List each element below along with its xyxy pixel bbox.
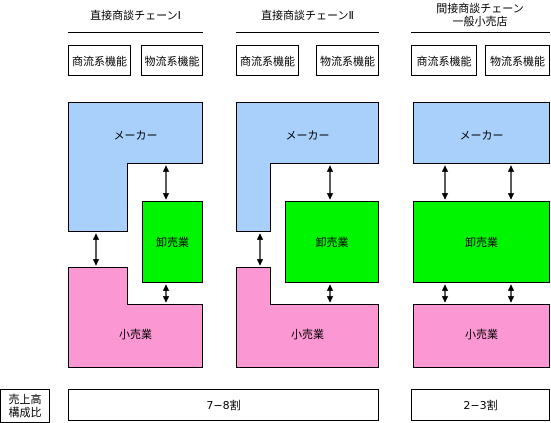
indirect-share-value: 2−3割 <box>463 399 498 412</box>
column-title-3: 間接商談チェーン 一般小売店 <box>410 2 550 28</box>
commercial-function-box-1: 商流系機能 <box>68 45 131 76</box>
wholesale-label-2: 卸売業 <box>285 234 379 250</box>
wholesale-shape-1 <box>142 201 203 283</box>
column-title-1-text: 直接商談チェーンⅠ <box>90 9 181 22</box>
wholesale-shape-2 <box>285 201 379 283</box>
logistics-function-box-3: 物流系機能 <box>485 45 550 76</box>
column-title-2: 直接商談チェーンⅡ <box>236 9 379 22</box>
retail-text: 小売業 <box>291 328 324 341</box>
logistics-function-label: 物流系機能 <box>320 54 375 68</box>
title-rule-1 <box>68 32 203 33</box>
column-title-3-line2: 一般小売店 <box>452 15 508 28</box>
title-rule-2 <box>236 32 379 33</box>
retail-text: 小売業 <box>119 328 152 341</box>
column-title-3-line1: 間接商談チェーン <box>436 2 524 15</box>
direct-share-value: 7−8割 <box>206 399 241 412</box>
maker-label-2: メーカー <box>236 127 379 143</box>
indirect-share-box: 2−3割 <box>411 389 550 421</box>
maker-text: メーカー <box>459 129 504 142</box>
logistics-function-box-2: 物流系機能 <box>316 45 379 76</box>
sales-ratio-label-line1: 売上高 <box>8 393 42 406</box>
column-title-2-text: 直接商談チェーンⅡ <box>261 9 354 22</box>
wholesale-label-1: 卸売業 <box>142 234 203 250</box>
commercial-function-box-3: 商流系機能 <box>411 45 477 76</box>
logistics-function-box-1: 物流系機能 <box>141 45 203 76</box>
sales-ratio-label: 売上高 構成比 <box>0 389 50 423</box>
direct-share-box: 7−8割 <box>68 389 379 421</box>
retail-text: 小売業 <box>465 328 498 341</box>
wholesale-label-3: 卸売業 <box>413 234 550 250</box>
retail-shape-3 <box>413 304 550 368</box>
title-rule-3 <box>411 32 550 33</box>
wholesale-text: 卸売業 <box>465 236 498 249</box>
maker-shape-3 <box>413 102 550 164</box>
column-title-1: 直接商談チェーンⅠ <box>68 9 203 22</box>
wholesale-text: 卸売業 <box>156 236 189 249</box>
commercial-function-box-2: 商流系機能 <box>236 45 299 76</box>
retail-label-2: 小売業 <box>236 326 379 342</box>
sales-ratio-label-line2: 構成比 <box>8 406 42 419</box>
maker-text: メーカー <box>285 129 330 142</box>
maker-shape-2 <box>236 102 379 232</box>
logistics-function-label: 物流系機能 <box>490 54 545 68</box>
maker-label-3: メーカー <box>413 127 550 143</box>
commercial-function-label: 商流系機能 <box>240 54 295 68</box>
retail-shape-1 <box>68 267 203 368</box>
wholesale-shape-3 <box>413 201 550 283</box>
commercial-function-label: 商流系機能 <box>72 54 127 68</box>
wholesale-text: 卸売業 <box>315 236 349 249</box>
retail-label-1: 小売業 <box>68 326 203 342</box>
maker-label-1: メーカー <box>68 127 203 143</box>
maker-shape-1 <box>68 102 203 232</box>
retail-label-3: 小売業 <box>413 326 550 342</box>
logistics-function-label: 物流系機能 <box>144 54 200 68</box>
retail-shape-2 <box>236 267 379 368</box>
maker-text: メーカー <box>113 129 158 142</box>
commercial-function-label: 商流系機能 <box>416 54 472 68</box>
